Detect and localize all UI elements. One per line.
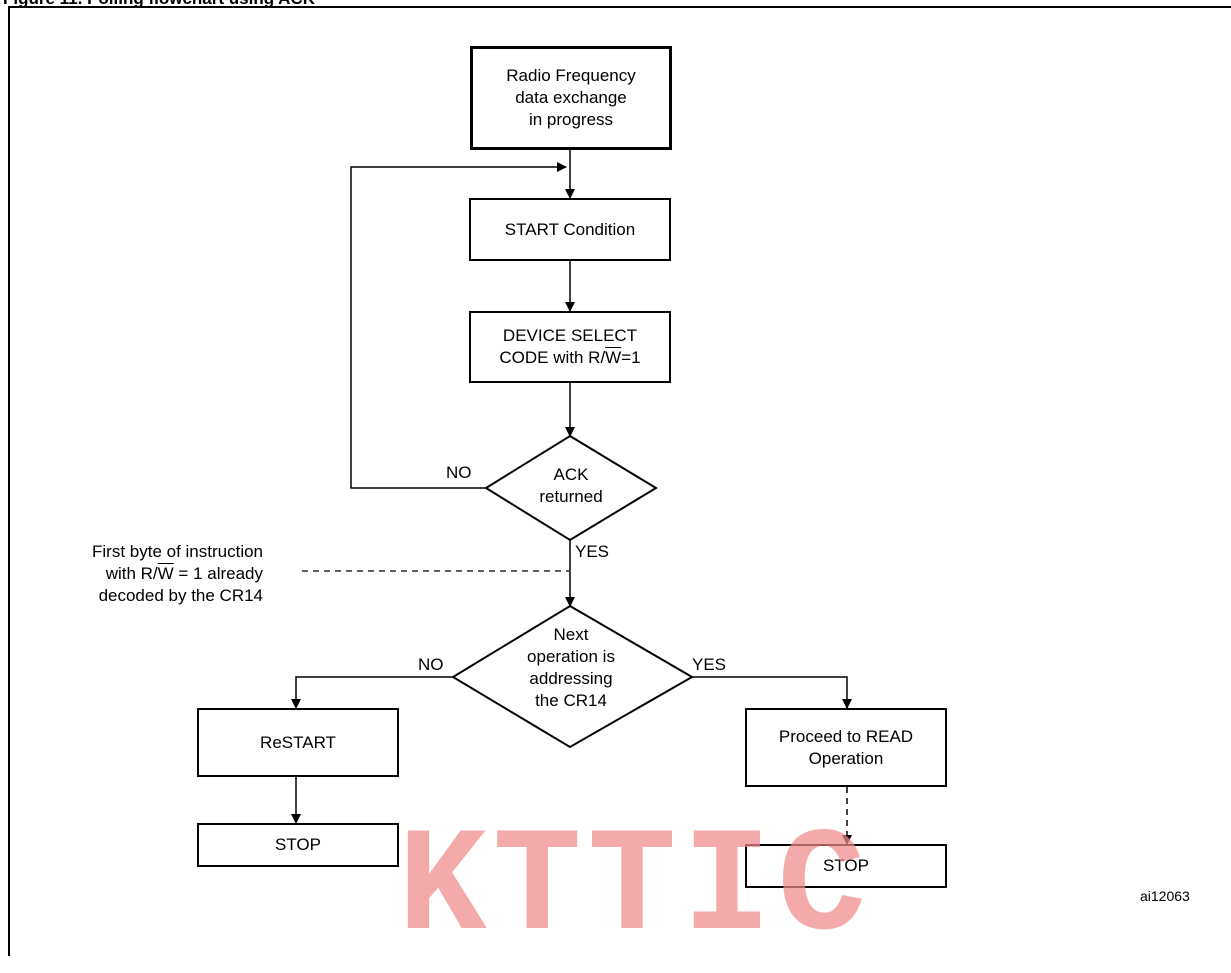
device-select-line-1: DEVICE SELECT bbox=[502, 326, 638, 345]
label-no-next: NO bbox=[418, 655, 444, 674]
start-condition-label: START Condition bbox=[504, 219, 636, 239]
decision-ack-returned bbox=[484, 434, 658, 542]
restart-label: ReSTART bbox=[260, 732, 336, 752]
rf-line-3: in progress bbox=[528, 110, 614, 129]
watermark-logo: KTTIC bbox=[398, 806, 873, 973]
annotation-text: First byte of instruction with R/W = 1 a… bbox=[92, 542, 264, 605]
process-restart: ReSTART bbox=[197, 708, 399, 777]
connector-ack-no-loop bbox=[350, 162, 567, 489]
connector-next-yes bbox=[692, 676, 852, 709]
figure-caption: Figure 11. Polling flowchart using ACK bbox=[3, 0, 315, 10]
proceed-line-2: Operation bbox=[808, 748, 884, 768]
rf-line-2: data exchange bbox=[515, 88, 627, 107]
proceed-line-1: Proceed to READ bbox=[778, 726, 914, 746]
label-no-ack: NO bbox=[446, 463, 472, 482]
next-operation-label: Next operation is addressing the CR14 bbox=[527, 625, 615, 710]
process-rf-exchange: Radio Frequency data exchange in progres… bbox=[470, 46, 672, 150]
device-select-line-2: CODE with R/W=1 bbox=[499, 348, 641, 367]
stop-right-label: STOP bbox=[823, 856, 869, 875]
process-device-select: DEVICE SELECT CODE with R/W=1 bbox=[469, 311, 671, 383]
figure-frame bbox=[8, 6, 1231, 956]
label-yes-ack: YES bbox=[575, 542, 610, 561]
label-yes-next: YES bbox=[692, 655, 727, 674]
stop-left-label: STOP bbox=[275, 835, 321, 854]
terminal-stop-right: STOP bbox=[745, 844, 947, 888]
terminal-stop-left: STOP bbox=[197, 823, 399, 867]
rf-line-1: Radio Frequency bbox=[506, 66, 636, 85]
figure-id: ai12063 bbox=[1140, 888, 1190, 904]
decision-next-operation bbox=[451, 604, 694, 749]
process-proceed-read: Proceed to READ Operation bbox=[745, 708, 947, 787]
ack-returned-label: ACK returned bbox=[539, 465, 603, 506]
connector-next-no bbox=[291, 676, 453, 709]
process-start-condition: START Condition bbox=[469, 198, 671, 261]
